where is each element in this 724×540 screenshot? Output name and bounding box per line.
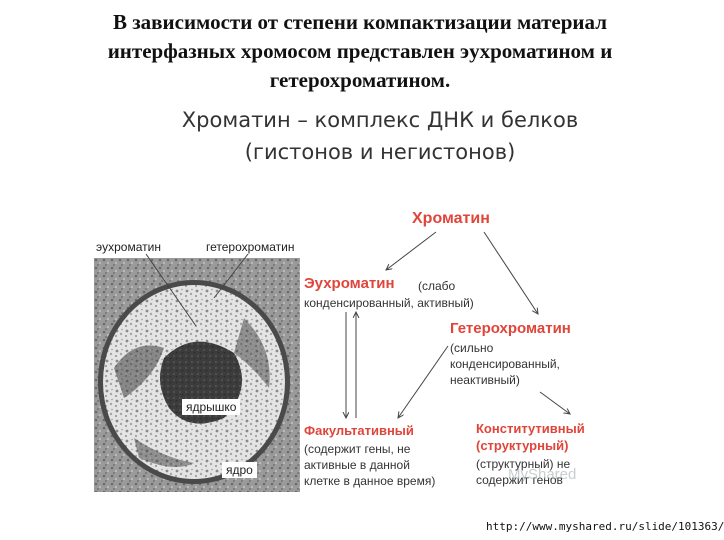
facultative-desc-line: (содержит гены, не bbox=[304, 442, 411, 456]
label-heterochromatin: гетерохроматин bbox=[206, 240, 295, 254]
euchromatin-desc-1: (слабо bbox=[418, 279, 456, 293]
watermark: MyShared bbox=[508, 466, 577, 483]
arrow-heterochromatin-pointer bbox=[213, 253, 249, 299]
facultative-desc-line: клетке в данное время) bbox=[304, 474, 436, 488]
label-nucleolus: ядрышко bbox=[182, 399, 241, 415]
facultative-desc: (содержит гены, не активные в данной кле… bbox=[304, 441, 435, 489]
node-chromatin: Хроматин bbox=[412, 210, 490, 227]
node-facultative: Факультативный bbox=[304, 423, 414, 438]
label-nucleus: ядро bbox=[222, 462, 257, 478]
heterochromatin-desc: (сильно конденсированный, неактивный) bbox=[450, 340, 560, 388]
title-line-1: В зависимости от степени компактизации м… bbox=[112, 10, 607, 34]
nucleus-micrograph bbox=[94, 258, 300, 492]
arrow-to-facultative bbox=[398, 345, 449, 418]
arrow-to-constitutive bbox=[539, 391, 570, 414]
constitutive-desc-line: (структурный) не bbox=[476, 457, 571, 471]
heterochromatin-desc-line: конденсированный, bbox=[450, 357, 560, 371]
arrow-to-heterochromatin bbox=[483, 231, 538, 314]
arrow-euchromatin-pointer bbox=[145, 253, 197, 327]
node-constitutive: Конститутивный (структурный) bbox=[476, 420, 585, 454]
title-line-3: гетерохроматином. bbox=[269, 68, 451, 92]
subtitle-line-2: (гистонов и негистонов) bbox=[244, 140, 516, 164]
micrograph-image bbox=[94, 258, 300, 492]
label-euchromatin: эухроматин bbox=[96, 240, 161, 254]
euchromatin-desc-2: конденсированный, активный) bbox=[304, 296, 474, 310]
constitutive-desc-line: содержит генов bbox=[476, 473, 563, 487]
node-euchromatin: Эухроматин bbox=[304, 275, 395, 292]
constitutive-name-line: Конститутивный bbox=[476, 421, 585, 436]
title-line-2: интерфазных хромосом представлен эухрома… bbox=[107, 39, 613, 63]
facultative-desc-line: активные в данной bbox=[304, 458, 410, 472]
node-heterochromatin: Гетерохроматин bbox=[450, 320, 571, 337]
arrow-to-euchromatin bbox=[386, 231, 437, 270]
constitutive-name-line: (структурный) bbox=[476, 438, 569, 453]
heterochromatin-desc-line: (сильно bbox=[450, 341, 494, 355]
constitutive-desc: (структурный) не содержит генов bbox=[476, 456, 570, 488]
subtitle-line-1: Хроматин – комплекс ДНК и белков bbox=[181, 108, 579, 132]
source-url: http://www.myshared.ru/slide/101363/ bbox=[486, 520, 724, 533]
heterochromatin-desc-line: неактивный) bbox=[450, 373, 520, 387]
slide-subtitle: Хроматин – комплекс ДНК и белков (гистон… bbox=[100, 104, 660, 168]
slide-title: В зависимости от степени компактизации м… bbox=[20, 8, 700, 95]
